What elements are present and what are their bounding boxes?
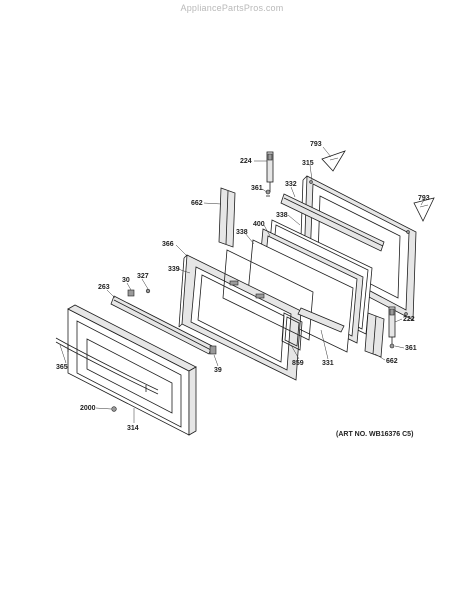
part-793-label-right[interactable] — [413, 197, 435, 222]
callout-361-upper[interactable]: 361 — [251, 185, 263, 192]
callout-859[interactable]: 859 — [292, 360, 304, 367]
callout-361-lower[interactable]: 361 — [405, 345, 417, 352]
callout-331[interactable]: 331 — [322, 360, 334, 367]
watermark: AppliancePartsPros.com — [180, 3, 284, 13]
callout-365[interactable]: 365 — [56, 364, 68, 371]
part-662-insulation-lower[interactable] — [364, 312, 385, 358]
part-365-handle[interactable] — [55, 337, 159, 395]
callout-222[interactable]: 222 — [403, 316, 415, 323]
part-39-clip[interactable] — [209, 345, 217, 355]
part-224-hinge[interactable] — [266, 151, 274, 192]
part-315-door-liner[interactable] — [299, 175, 417, 321]
part-263-top-trim[interactable] — [110, 295, 213, 355]
callout-2000[interactable]: 2000 — [80, 405, 96, 412]
part-859-gasket[interactable] — [281, 312, 303, 351]
part-793-label-upper[interactable] — [321, 150, 346, 172]
art-number: (ART NO. WB16376 C5) — [336, 431, 414, 438]
callout-339[interactable]: 339 — [168, 266, 180, 273]
part-331-insulation-strip[interactable] — [297, 307, 345, 333]
callout-315[interactable]: 315 — [302, 160, 314, 167]
part-332-top-channel[interactable] — [280, 193, 385, 252]
callout-338-back[interactable]: 338 — [276, 212, 288, 219]
leader-lines — [59, 146, 425, 423]
part-30-clip[interactable] — [127, 289, 135, 297]
callout-327[interactable]: 327 — [137, 273, 149, 280]
part-314-outer-door[interactable] — [67, 304, 197, 436]
callout-400[interactable]: 400 — [253, 221, 265, 228]
part-366-inner-frame[interactable] — [178, 254, 302, 381]
part-222-hinge[interactable] — [388, 306, 396, 345]
callout-366[interactable]: 366 — [162, 241, 174, 248]
callout-338-front[interactable]: 338 — [236, 229, 248, 236]
callout-332[interactable]: 332 — [285, 181, 297, 188]
part-339-glass-inner[interactable] — [222, 249, 314, 341]
part-361-screw-lower[interactable] — [389, 343, 395, 349]
callout-662-lower[interactable]: 662 — [386, 358, 398, 365]
part-327-screw[interactable] — [145, 288, 151, 294]
callout-314[interactable]: 314 — [127, 425, 139, 432]
part-361-screw-upper[interactable] — [265, 189, 271, 197]
callout-263[interactable]: 263 — [98, 284, 110, 291]
callout-662-upper[interactable]: 662 — [191, 200, 203, 207]
callout-793-upper[interactable]: 793 — [310, 141, 322, 148]
callout-30[interactable]: 30 — [122, 277, 130, 284]
callout-793-right[interactable]: 793 — [418, 195, 430, 202]
part-2000-grommet[interactable] — [111, 406, 117, 412]
part-662-insulation-upper[interactable] — [218, 187, 236, 248]
callout-224[interactable]: 224 — [240, 158, 252, 165]
callout-39[interactable]: 39 — [214, 367, 222, 374]
